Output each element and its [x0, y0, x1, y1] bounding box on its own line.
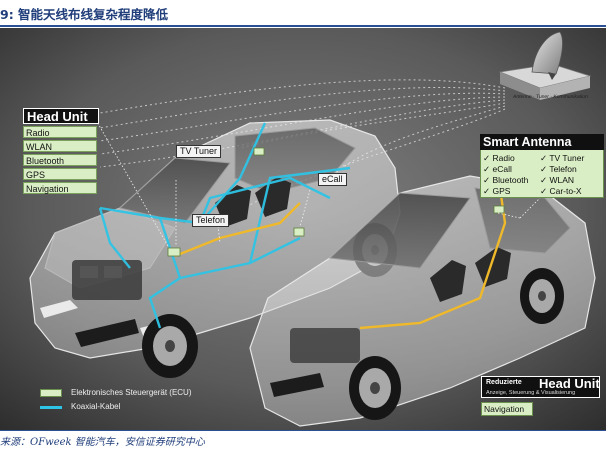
antenna-module-label: Antenne · Tuner · Kommunikation [513, 94, 589, 100]
head-unit-item-radio: Radio [23, 126, 97, 138]
reduced-head-unit-heading: Head Unit [539, 376, 600, 391]
tag-ecall: eCall [318, 173, 347, 186]
legend-ecu-label: Elektronisches Steuergerät (ECU) [71, 388, 192, 397]
reduced-head-unit-navigation: Navigation [481, 402, 533, 416]
legend-coax-swatch [40, 406, 62, 409]
head-unit-item-navigation: Navigation [23, 182, 97, 194]
smart-antenna-feature: ✓ GPS [483, 186, 510, 196]
car-illustration [0, 28, 606, 430]
figure-title: 9: 智能天线布线复杂程度降低 [0, 4, 606, 24]
smart-antenna-feature: ✓ Telefon [540, 164, 577, 174]
figure-image: Antenne · Tuner · Kommunikation Head Uni… [0, 28, 606, 430]
smart-antenna-title: Smart Antenna [480, 134, 604, 150]
smart-antenna-feature: ✓ TV Tuner [540, 153, 584, 163]
smart-antenna-feature: ✓ Radio [483, 153, 515, 163]
head-unit-title: Head Unit [23, 108, 99, 124]
smart-antenna-feature: ✓ eCall [483, 164, 512, 174]
reduced-head-unit-prefix: Reduzierte [486, 379, 522, 386]
head-unit-item-wlan: WLAN [23, 140, 97, 152]
legend-coax-label: Koaxial-Kabel [71, 402, 120, 411]
source-divider [0, 430, 606, 431]
tag-telefon: Telefon [192, 214, 229, 227]
smart-antenna-feature: ✓ Bluetooth [483, 175, 528, 185]
title-divider [0, 25, 606, 27]
reduced-head-unit-title: Reduzierte Head Unit Anzeige, Steuerung … [481, 376, 600, 398]
head-unit-item-gps: GPS [23, 168, 97, 180]
legend-ecu-swatch [40, 389, 62, 397]
figure-source: 来源：OFweek 智能汽车，安信证券研究中心 [0, 433, 205, 448]
tag-tv-tuner: TV Tuner [176, 145, 221, 158]
head-unit-item-bluetooth: Bluetooth [23, 154, 97, 166]
smart-antenna-feature: ✓ WLAN [540, 175, 574, 185]
smart-antenna-feature: ✓ Car-to-X [540, 186, 582, 196]
reduced-head-unit-subtitle: Anzeige, Steuerung & Visualisierung [486, 390, 575, 396]
